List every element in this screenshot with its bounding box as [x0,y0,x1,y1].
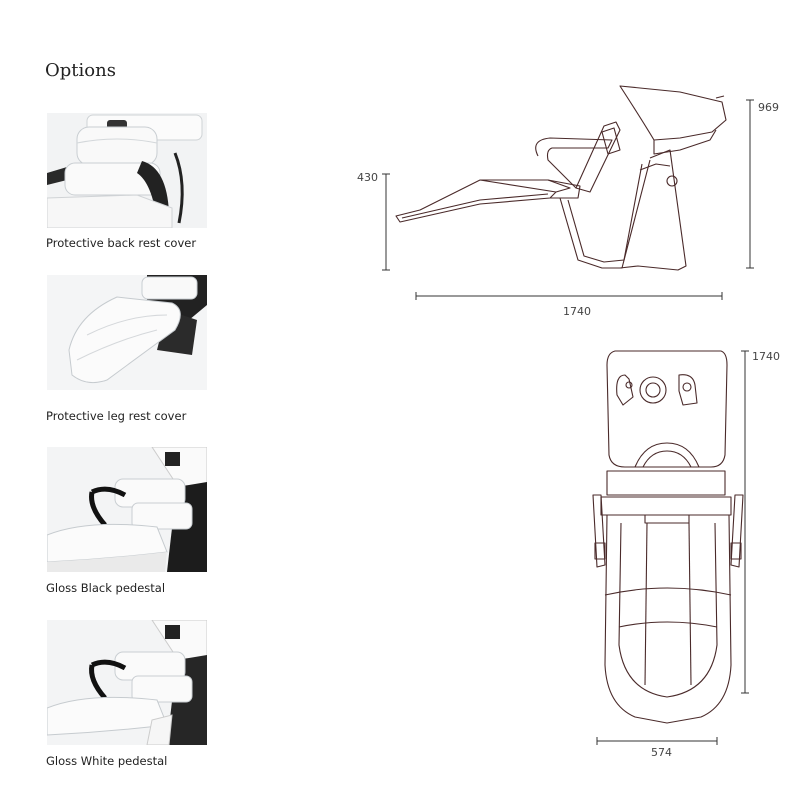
options-heading: Options [45,60,116,81]
side-height-label: 430 [357,171,378,184]
side-top-height-label: 969 [758,101,779,114]
side-length-label: 1740 [563,305,591,318]
top-view-drawing [592,350,749,745]
leg-rest-cover-photo [47,275,207,390]
option-caption-back-rest: Protective back rest cover [46,236,197,250]
top-width-label: 574 [651,746,672,759]
option-caption-gloss-black: Gloss Black pedestal [46,581,166,595]
option-caption-leg-rest: Protective leg rest cover [46,409,187,423]
side-view-drawing [382,85,754,300]
top-length-label: 1740 [752,350,780,363]
gloss-black-pedestal-photo [47,447,207,572]
gloss-white-pedestal-photo [47,620,207,745]
option-caption-gloss-white: Gloss White pedestal [46,754,168,768]
back-rest-cover-photo [47,113,207,228]
